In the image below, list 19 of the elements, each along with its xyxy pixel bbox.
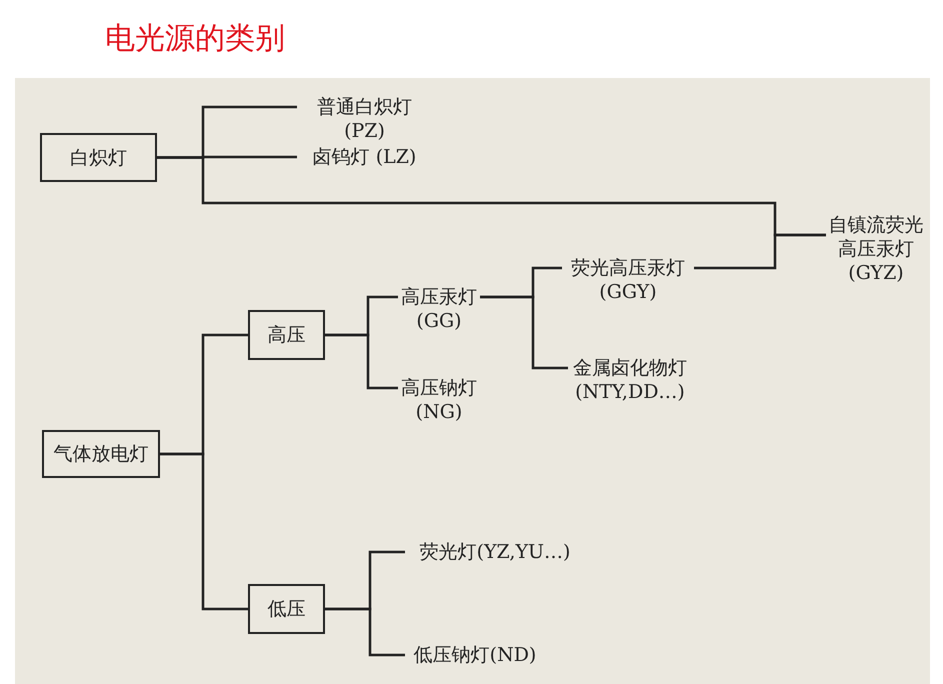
connector-line bbox=[325, 608, 405, 656]
category-box: 白炽灯 bbox=[40, 133, 157, 182]
lamp-label: 自镇流荧光高压汞灯(GYZ) bbox=[826, 213, 926, 285]
category-box: 低压 bbox=[248, 584, 325, 634]
category-box: 气体放电灯 bbox=[42, 430, 160, 478]
connector-line bbox=[325, 334, 398, 390]
lamp-label: 低压钠灯(ND) bbox=[405, 643, 545, 667]
lamp-label: 高压汞灯(GG) bbox=[398, 285, 480, 333]
lamp-label: 荧光高压汞灯(GGY) bbox=[562, 256, 694, 304]
title: 电光源的类别 bbox=[105, 20, 285, 58]
connector-line bbox=[694, 234, 826, 270]
lamp-label: 卤钨灯 (LZ) bbox=[297, 145, 432, 169]
category-box: 高压 bbox=[248, 310, 325, 360]
lamp-label: 高压钠灯(NG) bbox=[398, 376, 480, 424]
lamp-label: 金属卤化物灯(NTY,DD…) bbox=[568, 356, 692, 404]
lamp-label: 普通白炽灯(PZ) bbox=[297, 95, 432, 143]
lamp-label: 荧光灯(YZ,YU…) bbox=[405, 540, 585, 564]
connector-line bbox=[480, 296, 568, 370]
connector-line bbox=[160, 452, 248, 610]
